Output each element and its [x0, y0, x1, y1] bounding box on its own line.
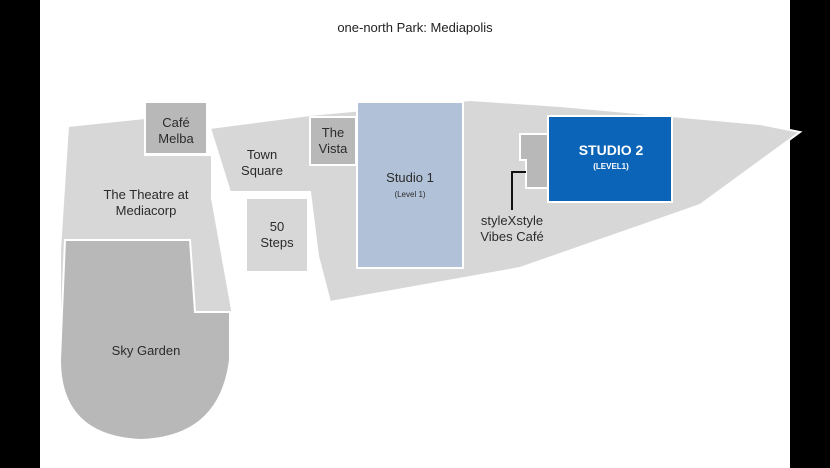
cafe-melba-area [144, 101, 208, 155]
studio-2-area [547, 115, 673, 203]
the-vista-label: The Vista [318, 125, 348, 156]
the-theatre-label: The Theatre at Mediacorp [103, 187, 189, 218]
town-square-label: Town Square [241, 147, 283, 178]
studio-1-label: Studio 1 [386, 170, 434, 185]
studio-1-sublabel: (Level 1) [394, 190, 426, 199]
sky-garden-area [58, 239, 231, 442]
studio-2-sublabel: (LEVEL1) [593, 162, 629, 171]
sky-garden-label: Sky Garden [111, 343, 181, 358]
map-title: one-north Park: Mediapolis [337, 20, 493, 35]
studio-1-area [356, 101, 464, 269]
fifty-steps-label: 50 Steps [260, 219, 294, 250]
fifty-steps-area [245, 197, 309, 273]
studio-2-label: STUDIO 2 [578, 142, 644, 158]
stylexstyle-label: styleXstyle Vibes Café [480, 213, 544, 244]
the-vista-area [309, 116, 357, 166]
stylexstyle-pointer [511, 171, 526, 210]
cafe-melba-label: Café Melba [158, 115, 194, 146]
